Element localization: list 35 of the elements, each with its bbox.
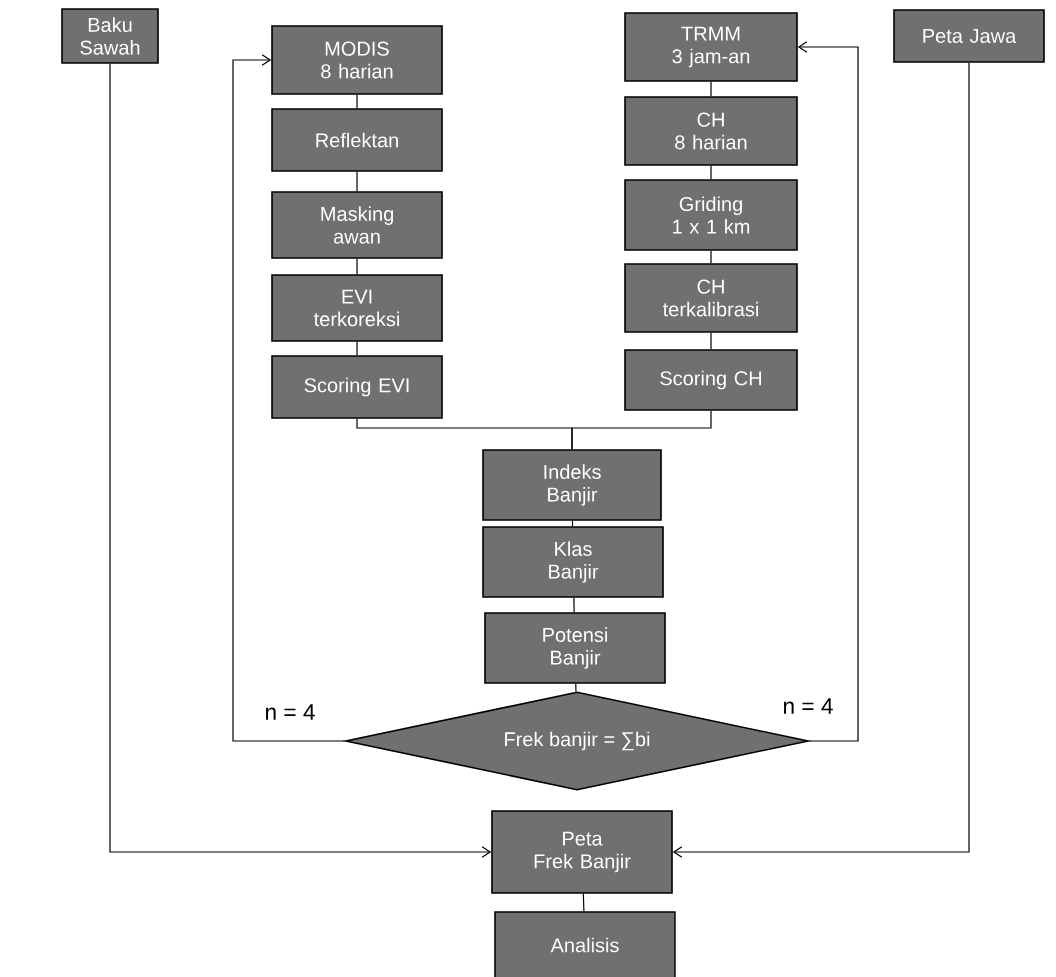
connector-line xyxy=(356,341,358,356)
process-box: CH terkalibrasi xyxy=(624,263,798,333)
process-box: Indeks Banjir xyxy=(482,449,662,521)
connector-line xyxy=(582,893,585,912)
process-box: Klas Banjir xyxy=(482,526,664,598)
connector-line xyxy=(356,94,358,109)
arrow xyxy=(797,41,859,742)
connector-line xyxy=(573,597,575,613)
arrow xyxy=(672,62,970,858)
connector-line xyxy=(710,81,712,97)
process-box: Reflektan xyxy=(271,108,443,172)
process-box: Peta Jawa xyxy=(893,9,1045,63)
connector-line xyxy=(356,258,358,275)
process-box: Baku Sawah xyxy=(61,8,159,64)
connector-line xyxy=(356,171,358,192)
process-box: EVI terkoreksi xyxy=(271,274,443,342)
process-box: Masking awan xyxy=(271,191,443,259)
connector-line xyxy=(710,250,712,264)
connector-line xyxy=(710,332,712,350)
connector-line xyxy=(575,683,577,693)
process-box: CH 8 harian xyxy=(624,96,798,166)
process-box: Analisis xyxy=(494,911,676,977)
connector-line xyxy=(710,165,712,180)
connector-line xyxy=(571,410,712,450)
process-box: Scoring CH xyxy=(624,349,798,411)
edge-label: n = 4 xyxy=(263,702,317,722)
process-box: MODIS 8 harian xyxy=(271,25,443,95)
process-box: Potensi Banjir xyxy=(484,612,666,684)
arrow xyxy=(109,63,492,858)
process-box: Griding 1 x 1 km xyxy=(624,179,798,251)
process-box: Peta Frek Banjir xyxy=(491,810,673,894)
process-box: TRMM 3 jam-an xyxy=(624,12,798,82)
process-box: Scoring EVI xyxy=(271,355,443,419)
connector-line xyxy=(571,520,574,527)
arrow xyxy=(232,54,346,742)
